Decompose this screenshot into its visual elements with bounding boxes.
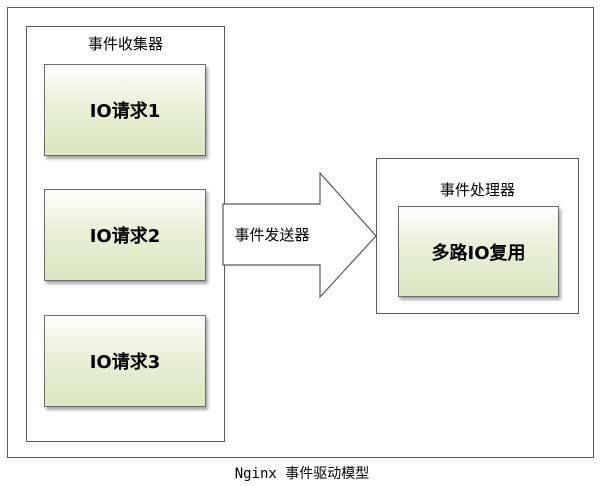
io-multiplexing-box: 多路IO复用 [398, 206, 559, 297]
event-processor-title: 事件处理器 [439, 181, 515, 199]
io-request-1-box: IO请求1 [44, 64, 206, 156]
io-request-2-box: IO请求2 [44, 189, 206, 281]
diagram-frame [7, 7, 594, 458]
event-dispatcher-arrow [222, 172, 377, 299]
diagram-caption: Nginx 事件驱动模型 [234, 466, 370, 482]
io-request-3-box: IO请求3 [44, 315, 206, 407]
event-collector-title: 事件收集器 [87, 35, 163, 53]
event-dispatcher-label: 事件发送器 [234, 226, 310, 244]
